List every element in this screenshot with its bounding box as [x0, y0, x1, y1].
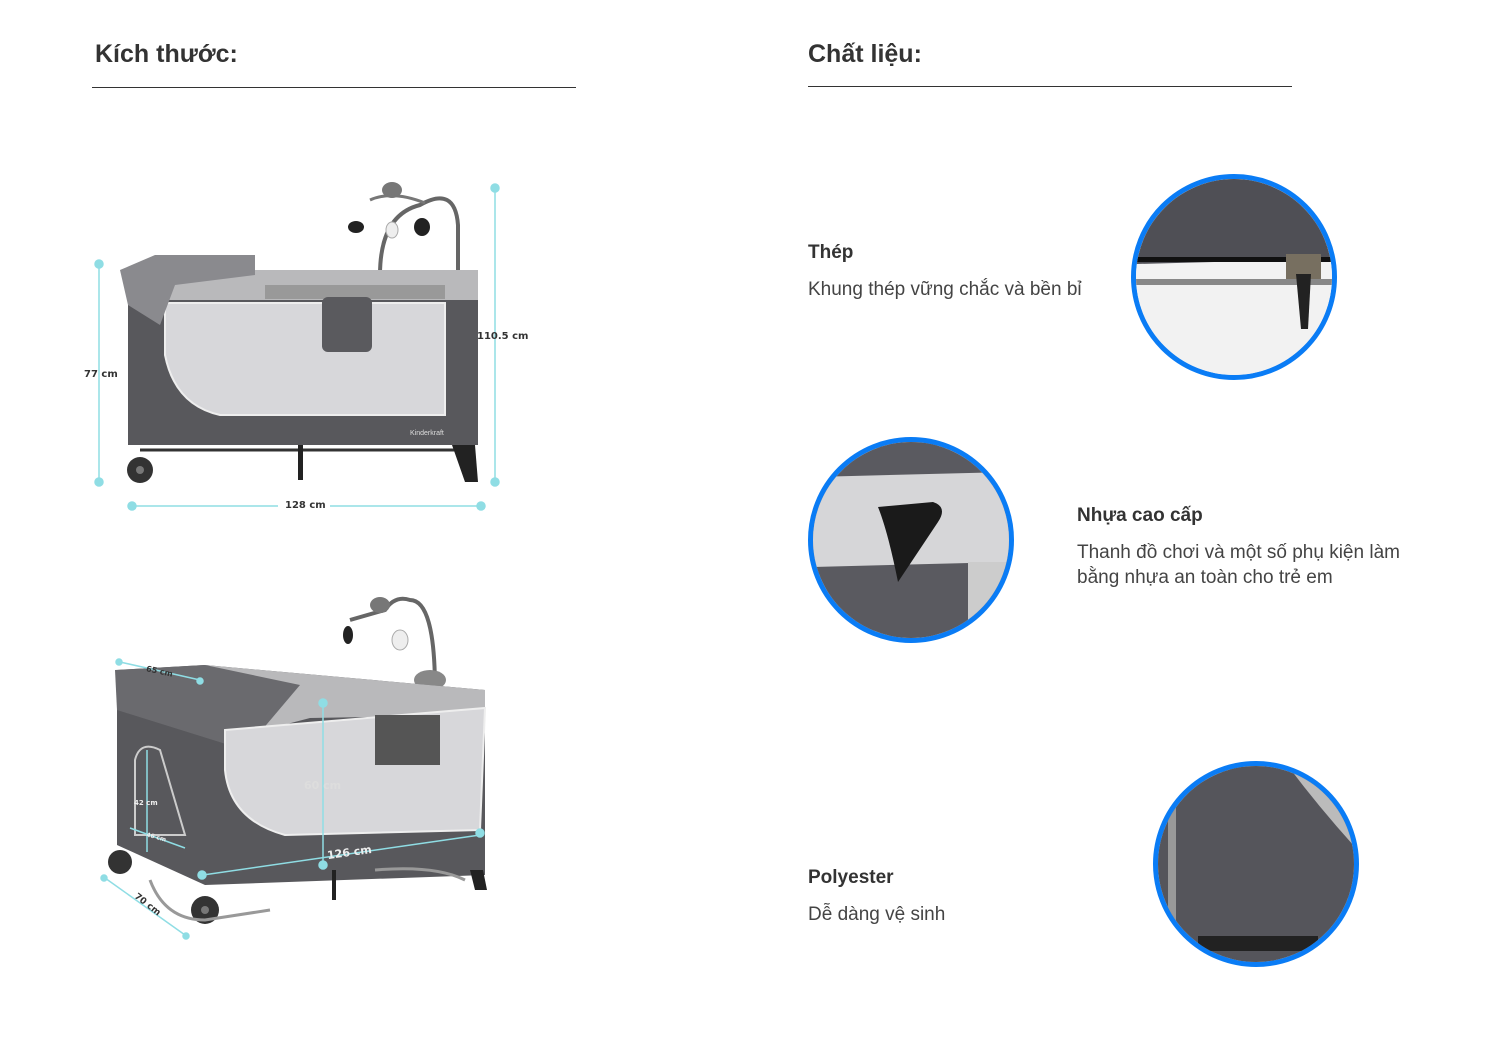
- material-title-polyester: Polyester: [808, 867, 894, 888]
- material-desc-polyester: Dễ dàng vệ sinh: [808, 904, 946, 925]
- crib-side-view-image: Kinderkraft: [80, 175, 530, 520]
- door-height-label: 42 cm: [134, 799, 158, 807]
- total-height-label: 110.5 cm: [477, 331, 529, 342]
- inner-height-label: 60 cm: [304, 779, 342, 792]
- svg-text:Kinderkraft: Kinderkraft: [410, 430, 444, 437]
- length-label: 128 cm: [285, 500, 326, 511]
- steel-frame-image: [1131, 174, 1337, 380]
- height-label: 77 cm: [84, 369, 118, 380]
- crib-angled-view-image: [95, 590, 515, 950]
- material-title-plastic: Nhựa cao cấp: [1077, 505, 1203, 526]
- divider: [808, 86, 1292, 87]
- plastic-corner-image: [808, 437, 1014, 643]
- material-desc-steel: Khung thép vững chắc và bền bỉ: [808, 279, 1082, 300]
- material-section-title: Chất liệu:: [808, 40, 922, 68]
- polyester-fabric-image: [1153, 761, 1359, 967]
- divider: [92, 87, 576, 88]
- material-desc-plastic: Thanh đồ chơi và một số phụ kiện làm bằn…: [1077, 542, 1400, 588]
- material-title-steel: Thép: [808, 242, 854, 263]
- size-section-title: Kích thước:: [95, 40, 238, 68]
